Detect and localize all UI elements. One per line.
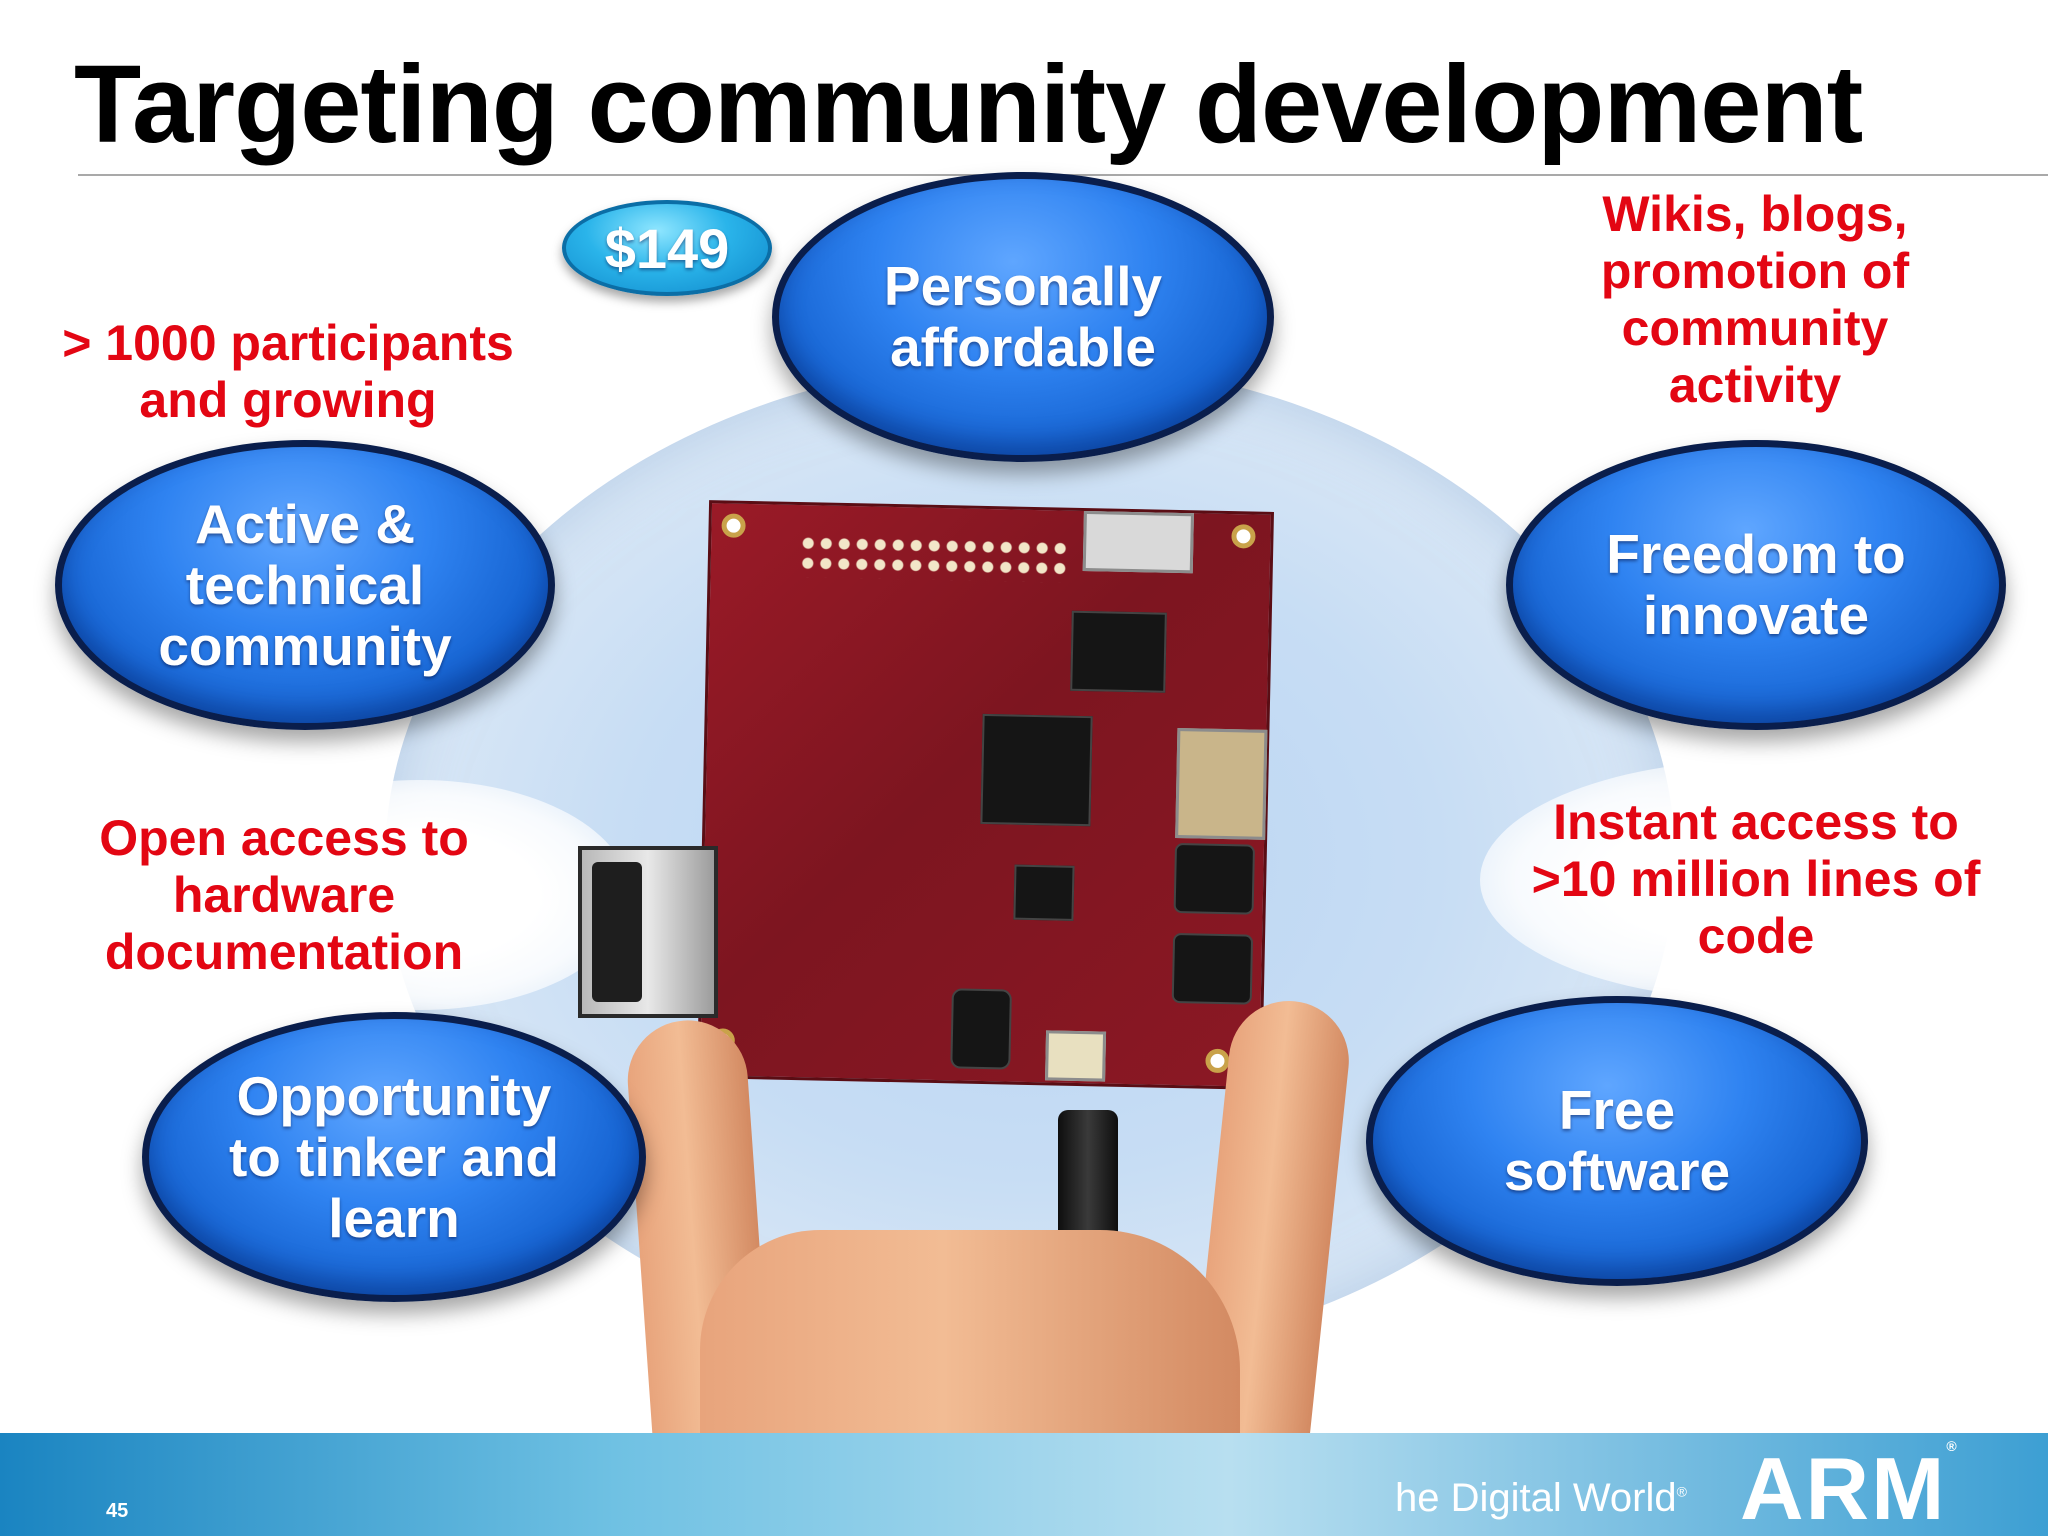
processor-chip — [980, 713, 1093, 827]
page-number: 45 — [106, 1500, 129, 1522]
callout-participants: > 1000 participants and growing — [62, 315, 514, 428]
glow-right — [1480, 760, 2040, 1000]
mini-usb-port — [1045, 1030, 1107, 1082]
callout-code-access: Instant access to >10 million lines of c… — [1531, 794, 1981, 964]
hand-palm — [700, 1230, 1240, 1450]
callout-wikis-blogs: Wikis, blogs, promotion of community act… — [1600, 186, 1910, 413]
price-label: $149 — [604, 216, 730, 280]
ethernet-jack — [1175, 728, 1268, 840]
bubble-free-software: Free software — [1366, 996, 1868, 1286]
footer-band — [0, 1433, 2048, 1536]
bubble-label: Active & technical community — [158, 492, 452, 677]
mount-hole — [721, 513, 746, 538]
mount-hole — [1205, 1048, 1230, 1074]
price-badge: $149 — [562, 200, 772, 296]
slide-title: Targeting community development — [74, 43, 1863, 166]
hdmi-connector — [1082, 510, 1194, 574]
bubble-active-technical-community: Active & technical community — [55, 440, 555, 730]
glow-left — [210, 780, 630, 1010]
power-jack — [950, 988, 1012, 1070]
audio-jack — [1173, 842, 1256, 915]
bubble-freedom-to-innovate: Freedom to innovate — [1506, 440, 2006, 730]
footer-tagline: he Digital World® — [1395, 1476, 1687, 1520]
bubble-opportunity-to-tinker: Opportunity to tinker and learn — [142, 1012, 646, 1302]
expansion-header — [798, 533, 1070, 583]
callout-hardware-documentation: Open access to hardware documentation — [99, 810, 469, 980]
bubble-label: Freedom to innovate — [1606, 523, 1906, 646]
audio-jack — [1171, 932, 1254, 1005]
bubble-label: Free software — [1503, 1079, 1731, 1202]
sd-card — [578, 846, 718, 1018]
arm-logo: ARM® — [1740, 1438, 1959, 1536]
memory-chip — [1070, 610, 1167, 693]
mount-hole — [1231, 524, 1256, 549]
bubble-label: Opportunity to tinker and learn — [228, 1064, 560, 1249]
bubble-label: Personally affordable — [883, 255, 1163, 378]
usb-hub-chip — [1013, 864, 1075, 921]
circuit-board — [697, 500, 1274, 1090]
bubble-personally-affordable: Personally affordable — [772, 172, 1274, 462]
